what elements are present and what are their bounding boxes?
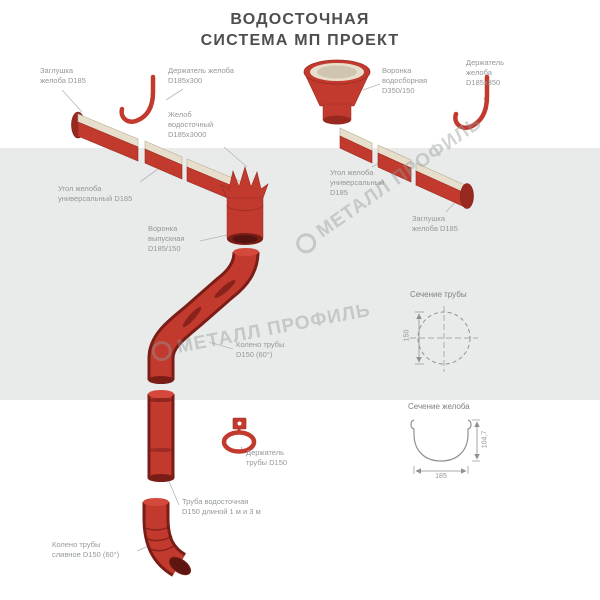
gutter-left-run	[71, 111, 255, 210]
downpipe	[147, 390, 175, 482]
background-band	[0, 148, 600, 400]
label-gutter-hook-350: Держатель желоба D185х350	[466, 58, 505, 87]
label-gutter-endcap-left: Заглушка желоба D185	[40, 66, 86, 85]
label-gutter-corner-left: Угол желоба универсальный D185	[58, 184, 133, 203]
label-outlet-funnel: Воронка выпускная D185/150	[148, 224, 185, 253]
label-gutter-corner-right: Угол желоба универсальный D185	[330, 168, 385, 197]
label-gutter-hook-300: Держатель желоба D185х300	[168, 66, 234, 85]
label-collector-funnel: Воронка водосборная D350/150	[382, 66, 428, 95]
label-gutter-endcap-right: Заглушка желоба D185	[412, 214, 458, 233]
label-pipe-holder: Держатель трубы D150	[246, 448, 288, 467]
label-outflow-elbow: Колено трубы сливное D150 (60°)	[52, 540, 120, 559]
gutter-height-dim: 104,7	[481, 430, 489, 449]
label-gutter: Желоб водосточный D185х3000	[168, 110, 214, 139]
gutter-cross-section	[410, 419, 480, 474]
pipe-section-title: Сечение трубы	[410, 290, 467, 299]
gutter-hook-left	[119, 74, 156, 124]
title-line-1: ВОДОСТОЧНАЯ	[230, 11, 370, 28]
pipe-cross-section	[410, 306, 478, 372]
gutter-hook-right	[453, 74, 490, 130]
gutter-right-run	[339, 127, 474, 209]
pipe-diameter-dim: 150	[403, 329, 411, 342]
pipe-holder	[221, 417, 257, 454]
outlet-funnel	[220, 165, 269, 245]
outflow-elbow	[142, 498, 192, 577]
collector-funnel	[303, 59, 371, 125]
gutter-endcap-right	[460, 183, 474, 209]
label-pipe-elbow: Колено трубы D150 (60°)	[236, 340, 285, 359]
label-downpipe: Труба водосточная D150 длиной 1 м и 3 м	[182, 497, 261, 516]
title-line-2: СИСТЕМА МП ПРОЕКТ	[200, 31, 400, 49]
elbow-diagonal-pipe	[147, 248, 260, 384]
gutter-section-title: Сечение желоба	[408, 402, 470, 411]
metall-profil-logo-icon	[150, 339, 174, 363]
gutter-width-dim: 185	[435, 473, 447, 480]
page-title: ВОДОСТОЧНАЯ СИСТЕМА МП ПРОЕКТ	[0, 10, 600, 52]
